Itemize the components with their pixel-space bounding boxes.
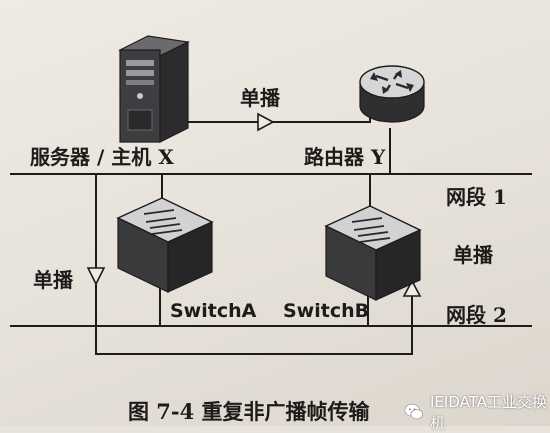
arrow-down-icon xyxy=(86,267,106,286)
switch-b-icon xyxy=(324,205,422,301)
unicast-label-left: 单播 xyxy=(33,268,73,292)
unicast-label-top: 单播 xyxy=(240,86,280,110)
wechat-icon xyxy=(404,403,423,420)
watermark: IEIDATA工业交换机 xyxy=(404,391,550,433)
router-icon xyxy=(359,65,425,123)
switch-a-label: SwitchA xyxy=(170,300,257,322)
arrow-right-icon xyxy=(257,112,275,132)
arrow-up-icon xyxy=(402,279,422,297)
segment-1-label: 网段 1 xyxy=(446,185,507,209)
watermark-text: IEIDATA工业交换机 xyxy=(430,393,547,432)
unicast-loop-path xyxy=(95,174,413,355)
server-label: 服务器 / 主机 X xyxy=(30,145,174,169)
switch-a-icon xyxy=(116,197,214,293)
figure-caption: 图 7-4 重复非广播帧传输 xyxy=(128,399,370,424)
unicast-label-right: 单播 xyxy=(453,243,493,267)
segment-2-label: 网段 2 xyxy=(446,303,507,327)
server-icon xyxy=(118,35,190,143)
router-label: 路由器 Y xyxy=(304,145,386,169)
switch-b-label: SwitchB xyxy=(283,300,370,322)
